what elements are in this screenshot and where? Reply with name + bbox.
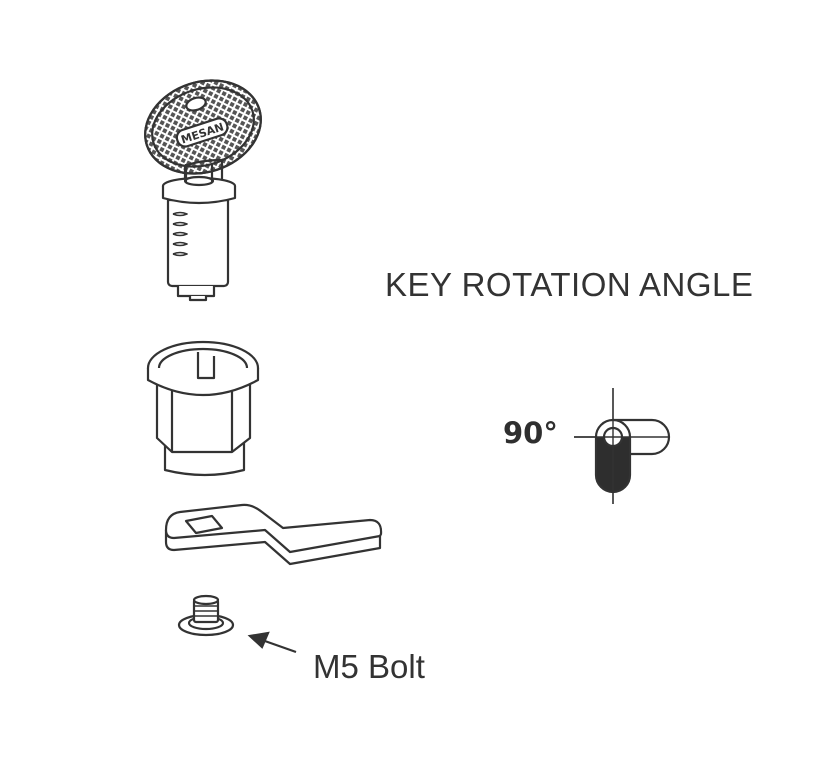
pointer-arrow-icon	[247, 631, 297, 654]
rotation-angle-icon	[574, 388, 671, 504]
rotation-angle-label: 90°	[503, 416, 558, 450]
hex-nut-housing-icon	[146, 340, 260, 477]
m5-bolt-icon	[177, 594, 235, 637]
cam-plate-icon	[164, 503, 383, 566]
bolt-label: M5 Bolt	[313, 648, 425, 685]
diagram-title: KEY ROTATION ANGLE	[385, 266, 754, 303]
key-icon: MESAN	[144, 79, 262, 188]
lock-cylinder-icon	[161, 164, 237, 302]
